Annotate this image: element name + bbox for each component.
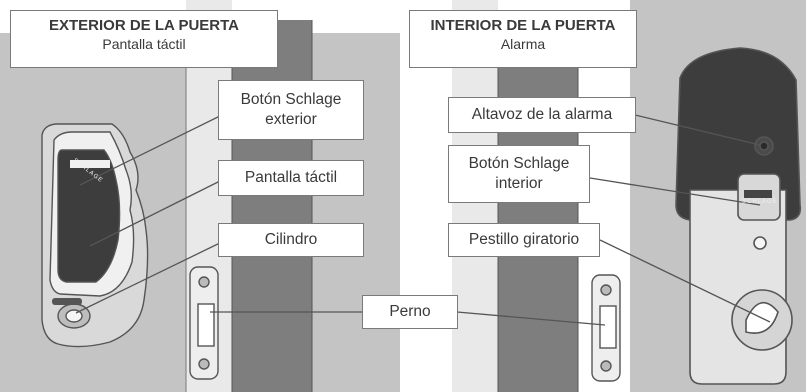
interior-title: INTERIOR DE LA PUERTA: [430, 17, 616, 34]
leader-lines: [75, 112, 771, 326]
interior-title-box: INTERIOR DE LA PUERTA Alarma: [409, 10, 637, 68]
exterior-door-edge: [232, 20, 312, 392]
exterior-title-box: EXTERIOR DE LA PUERTA Pantalla táctil: [10, 10, 278, 68]
exterior-title: EXTERIOR DE LA PUERTA: [48, 17, 239, 34]
label-alarm-speaker: Altavoz de la alarma: [448, 97, 636, 133]
interior-lock: [675, 47, 802, 385]
label-interior-schlage-button: Botón Schlage interior: [448, 145, 590, 203]
label-exterior-schlage-button: Botón Schlage exterior: [218, 80, 364, 140]
label-cylinder: Cilindro: [218, 223, 364, 257]
interior-strike-plate: [591, 274, 621, 382]
interior-subtitle: Alarma: [500, 36, 546, 52]
exterior-strike-plate: [189, 266, 219, 380]
brand-logo-interior: SCHLAGE: [742, 199, 778, 205]
interior-door-edge: [498, 20, 578, 392]
label-bolt: Perno: [362, 295, 458, 329]
exterior-lock: [41, 123, 149, 348]
label-touchscreen: Pantalla táctil: [218, 160, 364, 196]
label-thumbturn: Pestillo giratorio: [448, 223, 600, 257]
exterior-subtitle: Pantalla táctil: [102, 36, 186, 52]
